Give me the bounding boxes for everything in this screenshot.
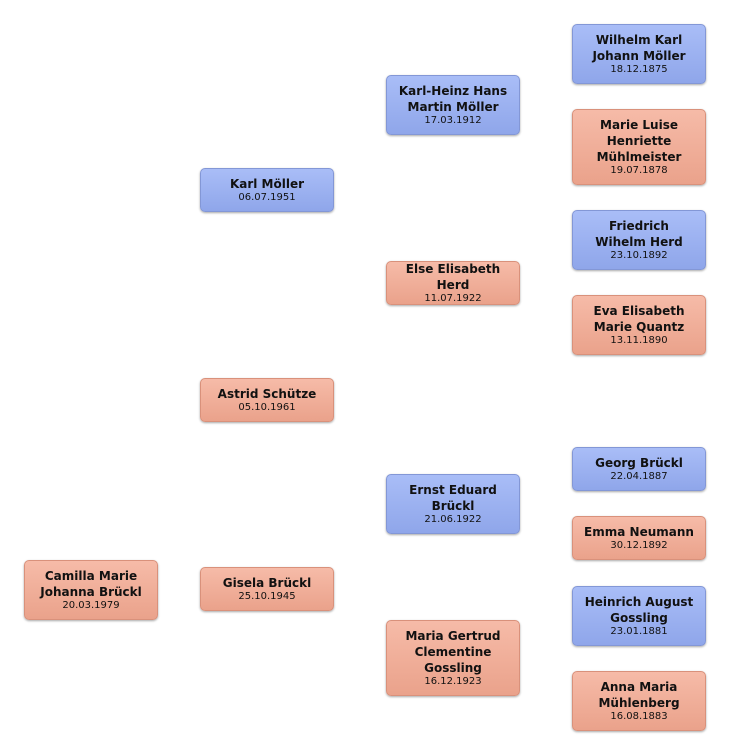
person-card-ggf-3[interactable]: Georg Brückl 22.04.1887 [572,447,706,491]
person-date: 17.03.1912 [424,115,482,126]
person-name: Wilhelm Karl Johann Möller [592,33,686,63]
person-card-ggf-1[interactable]: Wilhelm Karl Johann Möller 18.12.1875 [572,24,706,84]
person-name: Friedrich Wihelm Herd [595,219,683,249]
person-card-ggm-4[interactable]: Anna Maria Mühlenberg 16.08.1883 [572,671,706,731]
person-date: 22.04.1887 [610,471,668,482]
person-card-ggm-3[interactable]: Emma Neumann 30.12.1892 [572,516,706,560]
person-card-ggf-2[interactable]: Friedrich Wihelm Herd 23.10.1892 [572,210,706,270]
person-name: Anna Maria Mühlenberg [598,680,680,710]
person-date: 16.08.1883 [610,711,668,722]
person-card-maternal-grandmother[interactable]: Maria Gertrud Clementine Gossling 16.12.… [386,620,520,696]
person-name: Ernst Eduard Brückl [409,483,497,513]
person-name: Heinrich August Gossling [584,595,694,625]
person-date: 25.10.1945 [238,591,296,602]
person-date: 16.12.1923 [424,676,482,687]
person-name: Astrid Schütze [217,387,317,401]
person-date: 23.10.1892 [610,250,668,261]
person-card-paternal-grandfather[interactable]: Karl-Heinz Hans Martin Möller 17.03.1912 [386,75,520,135]
person-card-mother[interactable]: Gisela Brückl 25.10.1945 [200,567,334,611]
person-date: 20.03.1979 [62,600,120,611]
person-card-maternal-grandfather[interactable]: Ernst Eduard Brückl 21.06.1922 [386,474,520,534]
person-card-root[interactable]: Camilla Marie Johanna Brückl 20.03.1979 [24,560,158,620]
person-date: 23.01.1881 [610,626,668,637]
person-date: 11.07.1922 [424,293,482,304]
person-card-stepmother[interactable]: Astrid Schütze 05.10.1961 [200,378,334,422]
person-card-paternal-grandmother[interactable]: Else Elisabeth Herd 11.07.1922 [386,261,520,305]
person-name: Camilla Marie Johanna Brückl [40,569,142,599]
person-name: Maria Gertrud Clementine Gossling [405,629,501,675]
person-name: Karl-Heinz Hans Martin Möller [398,84,508,114]
person-name: Gisela Brückl [222,576,312,590]
person-name: Georg Brückl [595,456,683,470]
person-card-ggf-4[interactable]: Heinrich August Gossling 23.01.1881 [572,586,706,646]
person-name: Marie Luise Henriette Mühlmeister [596,118,682,164]
person-date: 13.11.1890 [610,335,668,346]
person-date: 21.06.1922 [424,514,482,525]
person-date: 30.12.1892 [610,540,668,551]
person-name: Emma Neumann [584,525,694,539]
person-name: Karl Möller [229,177,305,191]
person-name: Eva Elisabeth Marie Quantz [593,304,685,334]
person-card-ggm-2[interactable]: Eva Elisabeth Marie Quantz 13.11.1890 [572,295,706,355]
person-date: 19.07.1878 [610,165,668,176]
person-name: Else Elisabeth Herd [405,262,501,292]
person-date: 18.12.1875 [610,64,668,75]
person-date: 06.07.1951 [238,192,296,203]
person-date: 05.10.1961 [238,402,296,413]
person-card-ggm-1[interactable]: Marie Luise Henriette Mühlmeister 19.07.… [572,109,706,185]
person-card-father[interactable]: Karl Möller 06.07.1951 [200,168,334,212]
